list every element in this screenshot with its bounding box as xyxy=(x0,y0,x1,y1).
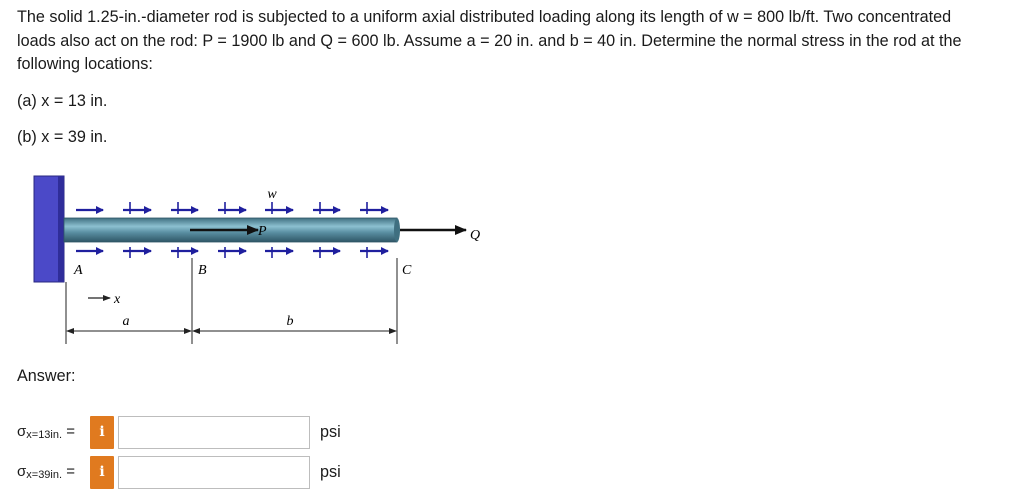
part-b-text: (b) x = 39 in. xyxy=(17,128,108,146)
answer-row-a: σx=13in. = i psi xyxy=(17,414,341,450)
label-c-point: C xyxy=(402,263,412,278)
problem-line-1: The solid 1.25-in.-diameter rod is subje… xyxy=(17,8,952,26)
problem-line-3: following locations: xyxy=(17,55,153,73)
rod-figure: w P Q A B C x a b xyxy=(33,175,480,344)
sigma-label-a: σx=13in. = xyxy=(17,423,90,441)
label-x: x xyxy=(113,292,121,307)
stress-input-a[interactable] xyxy=(118,415,310,449)
label-a-point: A xyxy=(73,263,83,278)
problem-line-2: loads also act on the rod: P = 1900 lb a… xyxy=(17,31,962,50)
load-ticks xyxy=(129,202,368,258)
stress-input-b[interactable] xyxy=(118,455,310,489)
label-w: w xyxy=(267,187,277,202)
rod-end xyxy=(394,218,400,242)
info-icon[interactable]: i xyxy=(90,455,114,489)
sigma-symbol: σ xyxy=(17,463,27,480)
info-icon[interactable]: i xyxy=(90,415,114,449)
sigma-subscript: x=13in. xyxy=(26,429,63,441)
label-a: a xyxy=(123,314,130,329)
sigma-symbol: σ xyxy=(17,423,27,440)
answer-label: Answer: xyxy=(17,367,76,385)
sigma-label-b: σx=39in. = xyxy=(17,463,90,481)
unit-label-b: psi xyxy=(320,462,341,481)
part-a-text: (a) x = 13 in. xyxy=(17,92,108,110)
label-q: Q xyxy=(470,228,480,243)
sigma-subscript: x=39in. xyxy=(26,469,63,481)
equals-sign: = xyxy=(66,423,75,440)
equals-sign: = xyxy=(66,463,75,480)
fixed-wall-shade xyxy=(58,176,64,282)
label-p: P xyxy=(257,224,267,239)
problem-statement: The solid 1.25-in.-diameter rod is subje… xyxy=(17,6,1012,77)
label-b-point: B xyxy=(198,263,207,278)
answer-row-b: σx=39in. = i psi xyxy=(17,454,341,490)
unit-label-a: psi xyxy=(320,422,341,441)
label-b: b xyxy=(287,314,294,329)
